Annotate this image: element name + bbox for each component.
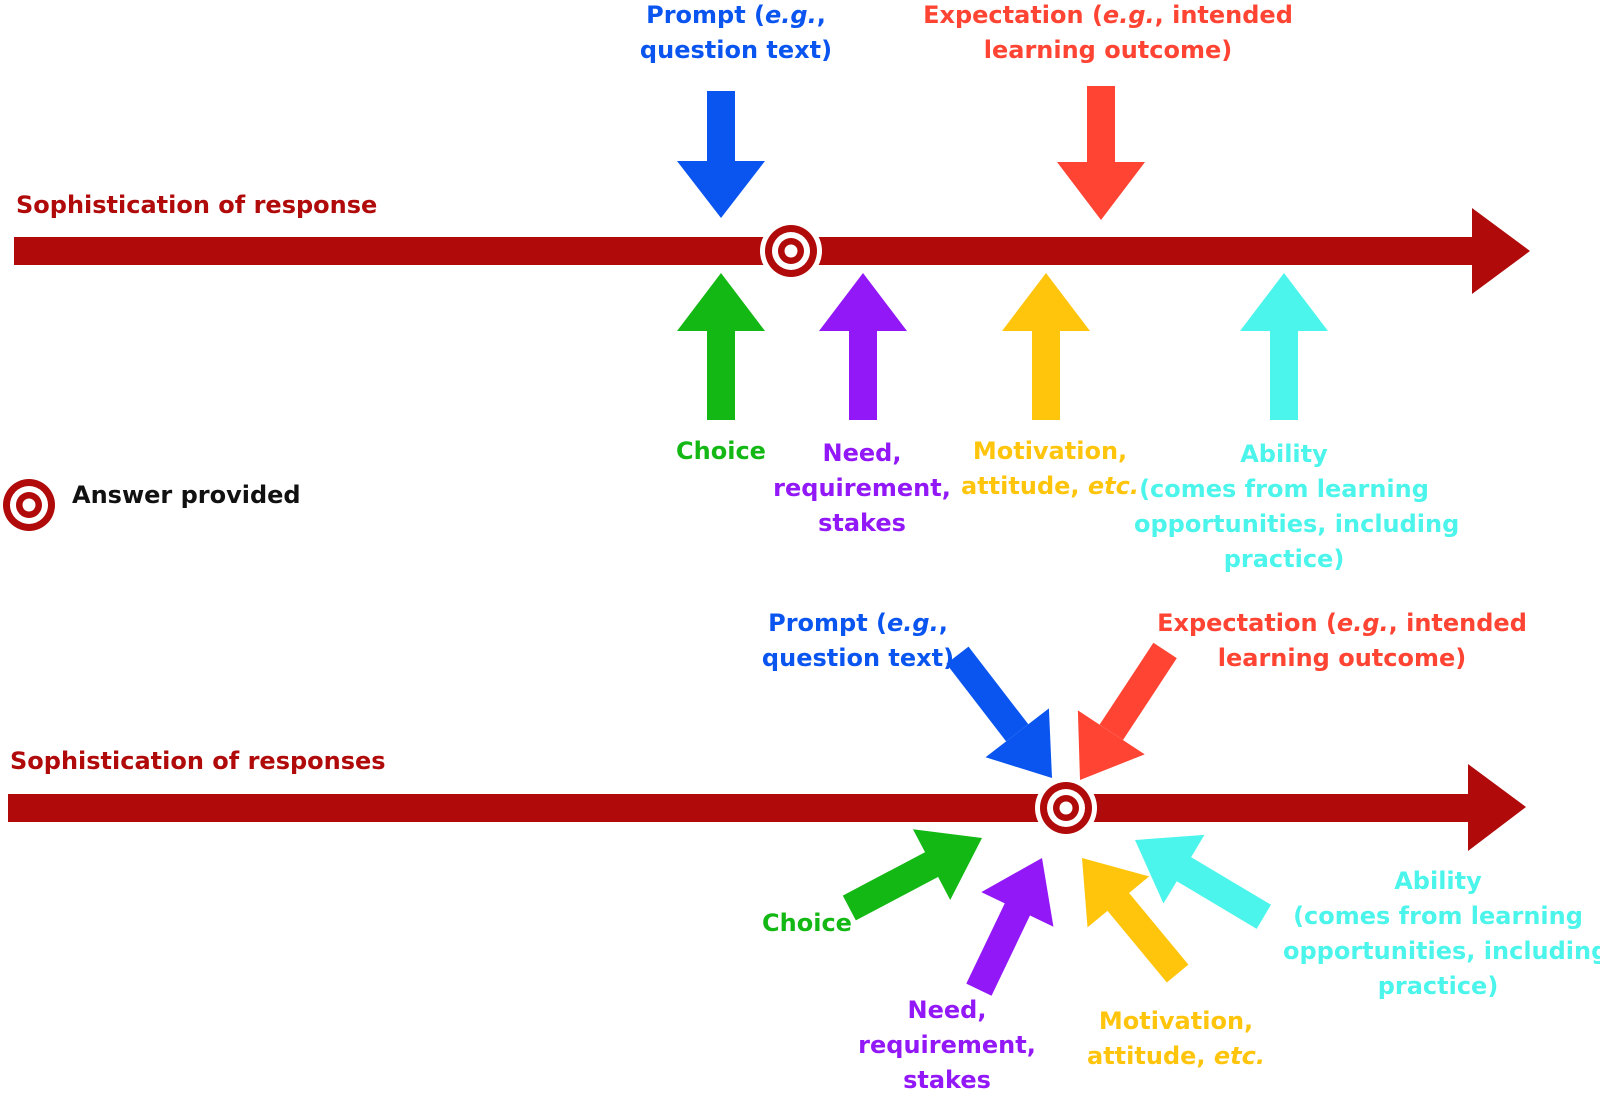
bottom-choice-label: Choice [762, 909, 852, 937]
legend-target-icon [3, 479, 55, 531]
top-axis-arrow [14, 208, 1530, 294]
bottom-axis-arrow [8, 764, 1526, 851]
top-prompt-label: Prompt (e.g., question text) [639, 1, 833, 64]
top-ability-arrow [1240, 273, 1328, 420]
top-prompt-arrow [677, 91, 765, 218]
top-ability-label: Ability (comes from learning opportuniti… [1134, 440, 1460, 573]
top-need-label: Need, requirement, stakes [773, 439, 951, 537]
bottom-motivation-label: Motivation, attitude, etc. [1087, 1007, 1265, 1070]
top-expectation-label: Expectation (e.g., intended learning out… [923, 1, 1293, 64]
bottom-expectation-arrow [1077, 642, 1177, 780]
top-motivation-arrow [1002, 273, 1090, 420]
bottom-ability-label: Ability (comes from learning opportuniti… [1283, 867, 1600, 1000]
bottom-expectation-label: Expectation (e.g., intended learning out… [1157, 609, 1527, 672]
bottom-need-arrow [966, 858, 1054, 996]
top-motivation-label: Motivation, attitude, etc. [961, 437, 1139, 500]
top-choice-arrow [677, 273, 765, 420]
bottom-motivation-arrow [1082, 858, 1189, 983]
top-need-arrow [819, 273, 907, 420]
top-choice-label: Choice [676, 437, 766, 465]
bottom-ability-arrow [1135, 834, 1272, 929]
bottom-prompt-label: Prompt (e.g., question text) [761, 609, 955, 672]
top-axis-arrowhead [1472, 208, 1530, 294]
bottom-answer-target-icon [1035, 777, 1097, 839]
bottom-choice-arrow [842, 829, 982, 921]
legend-answer-provided-label: Answer provided [72, 481, 301, 509]
top-answer-target-icon [760, 220, 822, 282]
top-axis-shaft [14, 237, 1476, 265]
bottom-prompt-arrow [946, 646, 1052, 778]
bottom-need-label: Need, requirement, stakes [858, 996, 1036, 1094]
bottom-axis-label: Sophistication of responses [10, 747, 386, 775]
top-axis-label: Sophistication of response [16, 191, 378, 219]
top-expectation-arrow [1057, 86, 1145, 220]
bottom-axis-shaft [8, 794, 1472, 822]
bottom-axis-arrowhead [1468, 764, 1526, 851]
